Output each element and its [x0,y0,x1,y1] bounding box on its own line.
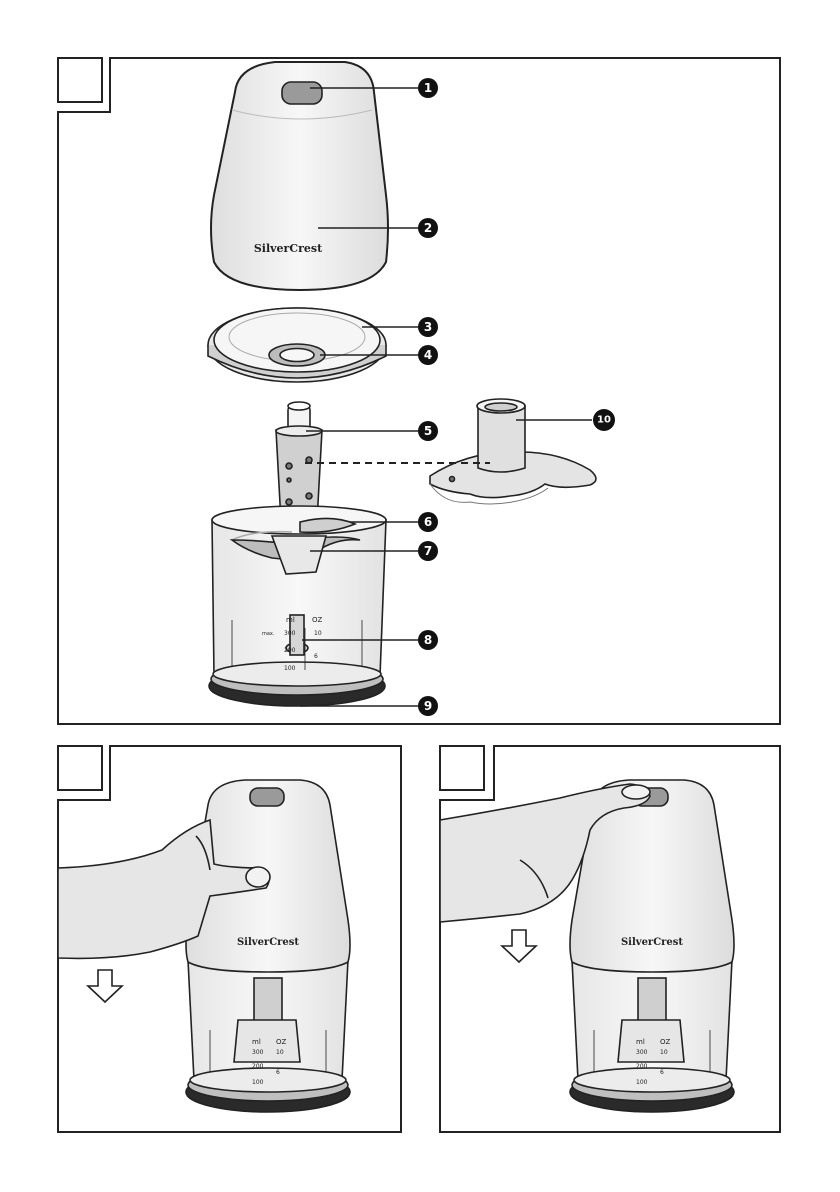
callout-7: 7 [418,541,438,561]
callout-badges: 1 2 3 4 5 6 7 8 9 10 [418,78,615,716]
svg-text:10: 10 [660,1049,668,1056]
svg-text:3: 3 [424,320,432,334]
scale-ml-300: 300 [284,630,296,637]
panel-1-frame [58,58,780,724]
svg-text:100: 100 [252,1079,264,1086]
callout-8: 8 [418,630,438,650]
chopping-bowl [209,506,386,706]
panel-3-down-arrow [502,930,536,962]
scale-ml-label: ml [286,616,295,624]
svg-text:200: 200 [252,1063,264,1070]
svg-text:1: 1 [424,81,432,95]
svg-text:6: 6 [276,1069,280,1076]
svg-text:4: 4 [424,348,432,362]
callout-4: 4 [418,345,438,365]
mixing-attachment [430,399,596,504]
svg-text:300: 300 [636,1049,648,1056]
svg-text:7: 7 [424,544,432,558]
panel-3-appliance: SilverCrest [570,780,734,1112]
callout-5: 5 [418,421,438,441]
panel-2-brand-logo: SilverCrest [237,937,299,948]
bowl-lid [208,308,386,382]
svg-text:8: 8 [424,633,432,647]
svg-text:6: 6 [424,515,432,529]
svg-text:OZ: OZ [276,1038,287,1046]
svg-text:200: 200 [636,1063,648,1070]
scale-oz-10: 10 [314,630,322,637]
motor-housing: SilverCrest [211,62,388,290]
panel-3-brand-logo: SilverCrest [621,937,683,948]
svg-text:10: 10 [276,1049,284,1056]
callout-1: 1 [418,78,438,98]
svg-text:10: 10 [597,415,611,426]
callout-3: 3 [418,317,438,337]
svg-text:300: 300 [252,1049,264,1056]
svg-text:ml: ml [636,1038,645,1046]
svg-text:ml: ml [252,1038,261,1046]
callout-10: 10 [593,409,615,431]
panel-2-switch-button[interactable] [250,788,284,806]
scale-oz-label: OZ [312,616,323,624]
scale-ml-200: 200 [284,647,296,654]
scale-oz-6: 6 [314,653,318,660]
svg-text:9: 9 [424,699,432,713]
panel-2-down-arrow [88,970,122,1002]
switch-button[interactable] [282,82,322,104]
scale-max-label: max. [262,631,275,637]
callout-9: 9 [418,696,438,716]
brand-logo: SilverCrest [254,242,323,255]
scale-ml-100: 100 [284,665,296,672]
svg-text:6: 6 [660,1069,664,1076]
svg-text:OZ: OZ [660,1038,671,1046]
callout-2: 2 [418,218,438,238]
callout-6: 6 [418,512,438,532]
svg-text:2: 2 [424,221,432,235]
svg-text:5: 5 [424,424,432,438]
svg-text:100: 100 [636,1079,648,1086]
